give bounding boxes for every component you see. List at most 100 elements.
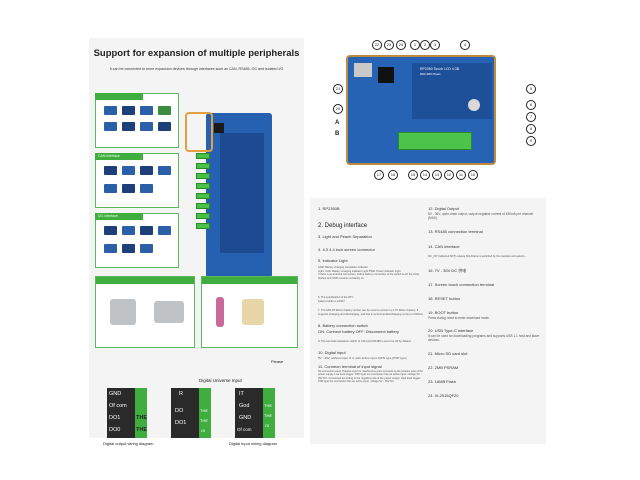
terminal	[196, 173, 210, 179]
io-label: IT	[239, 391, 244, 397]
terminal	[196, 203, 210, 209]
terminal	[196, 223, 210, 229]
spec-item: 22. 2MB PSRAM	[428, 365, 459, 370]
io-label: THE	[136, 427, 147, 433]
sd-slot	[354, 63, 372, 77]
pcb	[206, 113, 272, 278]
device-box-sensors	[201, 276, 298, 348]
callout: 7	[526, 112, 536, 122]
callout: 24	[396, 40, 406, 50]
callout: 2	[420, 40, 430, 50]
spec-item: 18. RESET button	[428, 296, 461, 301]
peripheral-group-i2c: I2C interface	[95, 213, 179, 268]
peripheral-group-can: CAN interface	[95, 153, 179, 208]
module-image	[158, 106, 171, 115]
solenoid-valve-image	[110, 299, 136, 325]
output-wiring: GND Of com DO1 DO0 THE THE	[107, 388, 165, 438]
callout: 10	[468, 170, 478, 180]
callout: 23	[384, 40, 394, 50]
io-label: God	[239, 403, 250, 409]
lcd-area	[412, 63, 492, 119]
spec-item: 23. 16MB Flash	[428, 379, 457, 384]
callout: 16	[388, 170, 398, 180]
rtc-battery	[468, 99, 480, 111]
peripheral-group-1	[95, 93, 179, 148]
box-header	[96, 277, 194, 284]
callout: 3	[430, 40, 440, 50]
spec-item: 2. Debug interface	[318, 223, 368, 229]
io-label: THE	[264, 403, 272, 408]
io-label: OI	[265, 423, 270, 428]
spec-item: 9. The terminal resistance switch of CAN…	[318, 340, 412, 343]
io-label: R	[179, 391, 183, 397]
callout: 11	[456, 170, 466, 180]
chip	[214, 123, 224, 133]
mcu-chip	[378, 67, 394, 83]
spec-item: 5V - 36V, without input of 4, with activ…	[318, 356, 407, 360]
module-image	[122, 122, 135, 131]
expansion-panel: Support for expansion of multiple periph…	[89, 38, 304, 446]
module-image	[104, 166, 117, 175]
module-image	[140, 166, 153, 175]
terminal-strip	[398, 132, 472, 150]
spec-item: 14. CAN interface	[428, 244, 460, 249]
spec-item: 12. Digital Output	[428, 206, 459, 211]
spec-item: 1. RP2350B	[318, 206, 340, 211]
indicator-note: GND: Battery charging completion indicat…	[318, 266, 420, 280]
module-image	[104, 226, 117, 235]
terminal	[196, 153, 210, 159]
input-wiring: IT God GND THE THE OI Of com	[235, 388, 293, 438]
board-image	[196, 113, 284, 278]
io-title: Digital Universe Input	[199, 378, 242, 383]
module-image	[122, 244, 135, 253]
io-label: DO1	[109, 415, 121, 421]
spec-item: 17. Screen touch connection terminal	[428, 282, 495, 287]
module-image	[140, 184, 153, 193]
io-label: DO	[175, 408, 184, 414]
module-image	[140, 226, 153, 235]
module-image	[104, 106, 117, 115]
callout: 13	[432, 170, 442, 180]
callout: 22	[372, 40, 382, 50]
io-label: DO1	[175, 420, 187, 426]
io-label: THE	[136, 415, 147, 421]
callout: 17	[374, 170, 384, 180]
spec-item: 10. Digital input	[318, 350, 346, 355]
io-label: Of com	[109, 403, 127, 409]
module-image	[140, 122, 153, 131]
sensor-image	[242, 299, 264, 325]
label-a: A	[335, 120, 340, 126]
callout: 4	[460, 40, 470, 50]
spec-item: 21. Micro SD card slot	[428, 351, 468, 356]
input-caption: Digital input wiring diagram	[229, 441, 278, 446]
board-frame	[185, 112, 213, 152]
spec-item: 7. The MCL25 lithium battery socket can …	[318, 309, 424, 316]
spec-item: 19. BOOT button	[428, 310, 459, 315]
relay-image	[154, 301, 184, 323]
module-image	[122, 226, 135, 235]
spec-item: 8. Battery connection switch	[318, 323, 368, 328]
group-tab	[95, 93, 143, 100]
mid-wiring: R DO DO1 THE THE OI	[171, 388, 229, 438]
module-image	[140, 106, 153, 115]
spec-col-left: 1. RP2350B 2. Debug interface 3. Light a…	[318, 206, 426, 384]
please-label: Please	[271, 359, 284, 364]
io-label: GND	[109, 391, 122, 397]
callout: 5	[526, 84, 536, 94]
callout: 20	[333, 104, 343, 114]
terminal	[196, 163, 210, 169]
spec-item: 4. 4.3 4.4 inch screen connector	[318, 247, 375, 252]
callout: 14	[420, 170, 430, 180]
spec-item: 11. Common terminal of input signal	[318, 364, 382, 369]
box-header	[202, 277, 297, 284]
spec-item: 13. RS485 connection terminal	[428, 229, 483, 234]
spec-item: 3. Light and Peach Separation	[318, 234, 372, 239]
io-label: GND	[239, 415, 252, 421]
module-image	[104, 122, 117, 131]
device-box-valves	[95, 276, 195, 348]
io-label: THE	[264, 413, 272, 418]
screen-connector	[220, 133, 264, 253]
terminal	[196, 193, 210, 199]
callout: 12	[444, 170, 454, 180]
